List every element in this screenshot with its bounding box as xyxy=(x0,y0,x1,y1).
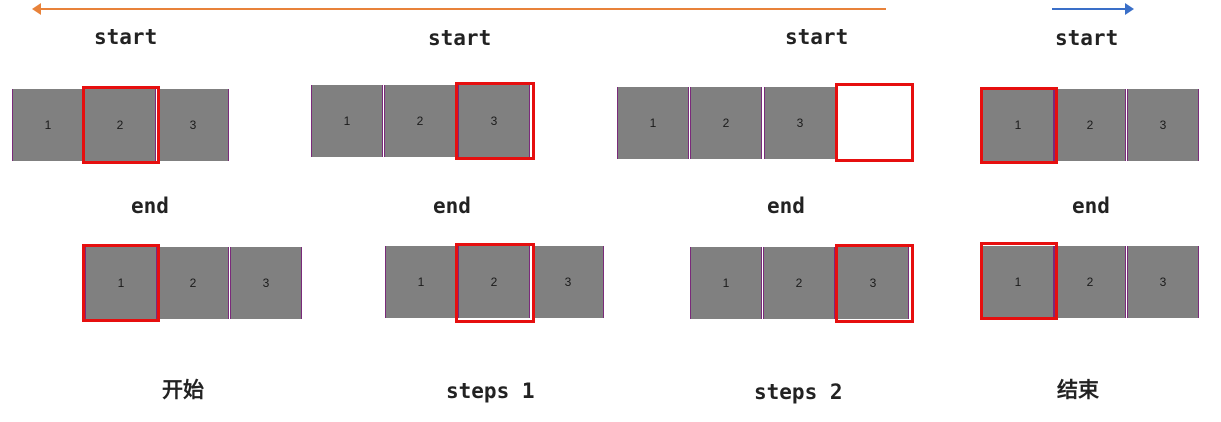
panel-1-end-highlight xyxy=(82,244,160,322)
arrow-head-right-icon xyxy=(1125,3,1134,15)
panel-2-start-highlight xyxy=(455,82,535,160)
cell: 2 xyxy=(84,89,156,161)
cell: 1 xyxy=(982,246,1054,318)
cell: 2 xyxy=(690,87,762,159)
cell: 1 xyxy=(617,87,689,159)
panel-2-end-row: 1 2 3 xyxy=(385,246,607,318)
panel-1-end-row: 1 2 3 xyxy=(85,247,305,319)
cell: 3 xyxy=(532,246,604,318)
panel-1-start-highlight xyxy=(82,86,160,164)
panel-3-start-row: 1 2 3 xyxy=(617,87,839,159)
panel-2-end-highlight xyxy=(455,243,535,323)
panel-1-start-row: 1 2 3 xyxy=(12,89,232,161)
rightward-arrow xyxy=(1052,3,1134,15)
cell: 3 xyxy=(157,89,229,161)
panel-3-caption: steps 2 xyxy=(754,380,843,404)
panel-4-start-highlight xyxy=(980,87,1058,164)
arrow-head-left-icon xyxy=(32,3,41,15)
panel-1-caption: 开始 xyxy=(162,378,204,402)
cell: 1 xyxy=(982,89,1054,161)
cell: 3 xyxy=(458,85,530,157)
panel-2-end-label: end xyxy=(433,194,471,218)
cell: 2 xyxy=(1054,246,1126,318)
cell: 1 xyxy=(690,247,762,319)
panel-4-caption: 结束 xyxy=(1057,378,1099,402)
panel-4-start-row: 1 2 3 xyxy=(982,89,1200,161)
cell: 3 xyxy=(1127,246,1199,318)
panel-3-start-label: start xyxy=(785,25,849,49)
panel-2-caption: steps 1 xyxy=(446,379,535,403)
panel-3-start-highlight-empty-slot xyxy=(835,83,914,162)
panel-3-end-row: 1 2 3 xyxy=(690,247,912,319)
cell: 3 xyxy=(230,247,302,319)
panel-1-start-label: start xyxy=(94,25,158,49)
panel-3-end-label: end xyxy=(767,194,805,218)
panel-1-end-label: end xyxy=(131,194,169,218)
leftward-arrow xyxy=(32,3,886,15)
cell: 1 xyxy=(85,247,157,319)
cell: 3 xyxy=(1127,89,1199,161)
panel-4-end-highlight xyxy=(980,242,1058,320)
cell: 3 xyxy=(764,87,836,159)
cell: 1 xyxy=(311,85,383,157)
cell: 2 xyxy=(157,247,229,319)
panel-3-end-highlight xyxy=(835,244,914,323)
cell: 1 xyxy=(385,246,457,318)
panel-4-end-row: 1 2 3 xyxy=(982,246,1200,318)
cell: 2 xyxy=(458,246,530,318)
cell: 2 xyxy=(384,85,456,157)
panel-2-start-row: 1 2 3 xyxy=(311,85,533,157)
panel-2-start-label: start xyxy=(428,26,492,50)
cell: 3 xyxy=(837,247,909,319)
cell: 1 xyxy=(12,89,84,161)
cell: 2 xyxy=(763,247,835,319)
cell: 2 xyxy=(1054,89,1126,161)
panel-4-end-label: end xyxy=(1072,194,1110,218)
panel-4-start-label: start xyxy=(1055,26,1119,50)
